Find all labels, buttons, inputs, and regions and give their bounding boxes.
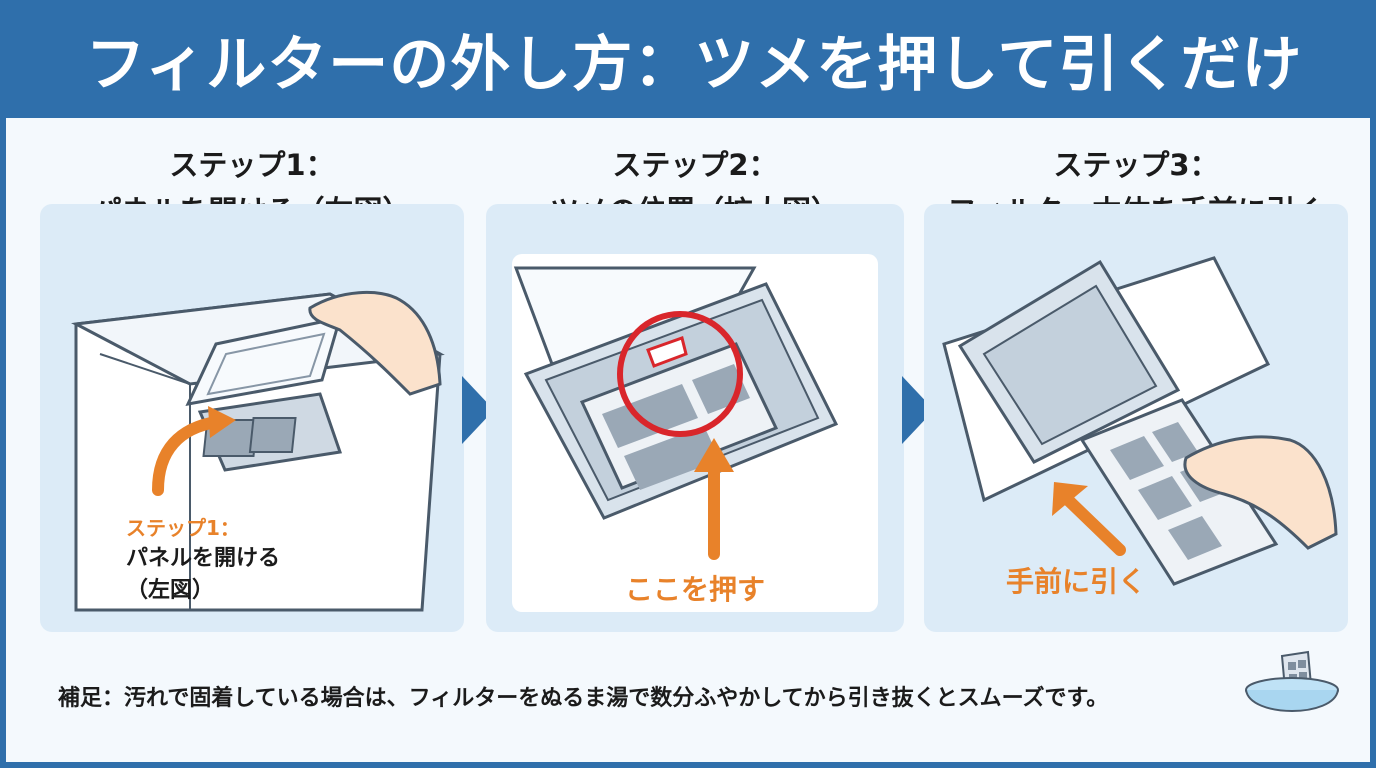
step1-callout-line2: （左図） xyxy=(126,578,215,603)
step1-callout-heading: ステップ1： xyxy=(126,516,240,540)
step1-panel: ステップ1： パネルを開ける （左図） xyxy=(40,204,464,632)
filter-latch-closeup-illustration xyxy=(513,266,839,560)
step3-panel: 手前に引く xyxy=(924,204,1348,632)
step3-callout-pull: 手前に引く xyxy=(1006,565,1147,598)
step2-panel: ここを押す xyxy=(486,204,904,632)
step1-callout-line1: パネルを開ける xyxy=(126,546,281,571)
title-banner: フィルターの外し方：ツメを押して引くだけ xyxy=(6,0,1376,118)
supplement-note: 補足：汚れで固着している場合は、フィルターをぬるま湯で数分ふやかしてから引き抜く… xyxy=(58,686,1109,711)
step1-title-line1: ステップ1： xyxy=(169,148,335,182)
warm-water-bowl-icon xyxy=(1245,650,1339,712)
step2-title-line1: ステップ2： xyxy=(612,148,778,182)
page-title: フィルターの外し方：ツメを押して引くだけ xyxy=(85,29,1303,100)
filter-pull-out-illustration xyxy=(942,256,1338,586)
step2-callout-press-here: ここを押す xyxy=(624,573,765,606)
next-step-arrow-icon xyxy=(462,376,494,444)
next-step-arrow-icon-2 xyxy=(902,376,934,444)
step3-title-line1: ステップ3： xyxy=(1053,148,1219,182)
washer-open-lid-illustration xyxy=(71,290,445,612)
